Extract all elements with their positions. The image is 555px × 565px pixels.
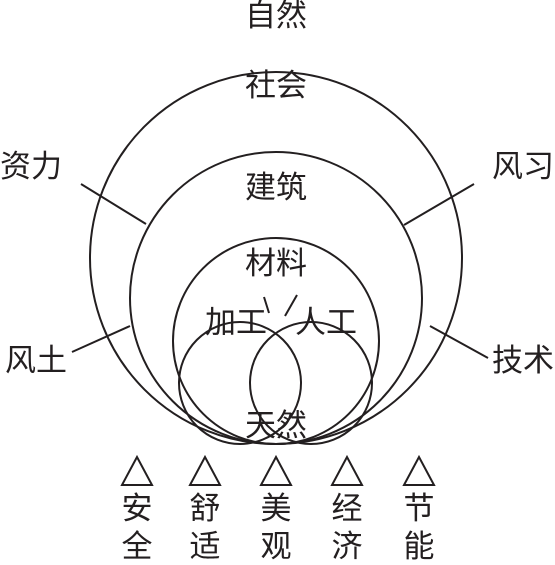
custom-label: 风习	[492, 149, 554, 185]
natural-label: 天然	[245, 408, 307, 444]
material-circle	[172, 237, 380, 445]
goal-beauty-bottom: 观	[261, 529, 292, 565]
goal-safety-bottom: 全	[122, 529, 153, 565]
nature-label: 自然	[245, 0, 307, 34]
triangle-icon	[402, 454, 436, 486]
artificial-circle	[249, 321, 373, 445]
processed-label: 加工	[205, 305, 267, 341]
upper-right-pointer	[403, 183, 475, 226]
goal-comfort-top: 舒	[190, 491, 221, 527]
triangle-icon	[120, 454, 154, 486]
processed-pointer	[263, 296, 270, 314]
goal-comfort-bottom: 适	[190, 529, 221, 565]
artificial-pointer	[284, 294, 298, 317]
material-label: 材料	[245, 246, 307, 282]
climate-label: 风土	[5, 343, 67, 379]
society-label: 社会	[245, 68, 307, 104]
upper-left-pointer	[80, 183, 147, 225]
triangle-icon	[188, 454, 222, 486]
goal-beauty-top: 美	[261, 491, 292, 527]
capital-label: 资力	[0, 149, 62, 185]
lower-left-pointer	[71, 325, 131, 353]
goal-energy-top: 节	[404, 491, 435, 527]
triangle-icon	[259, 454, 293, 486]
triangle-icon	[330, 454, 364, 486]
goal-economy-bottom: 济	[332, 529, 363, 565]
architecture-label: 建筑	[245, 170, 307, 206]
goal-safety-top: 安	[122, 491, 153, 527]
goal-economy-top: 经	[332, 491, 363, 527]
artificial-label: 人工	[295, 305, 357, 341]
lower-right-pointer	[429, 325, 489, 359]
technology-label: 技术	[492, 343, 554, 379]
processed-circle	[178, 321, 302, 445]
goal-energy-bottom: 能	[404, 529, 435, 565]
